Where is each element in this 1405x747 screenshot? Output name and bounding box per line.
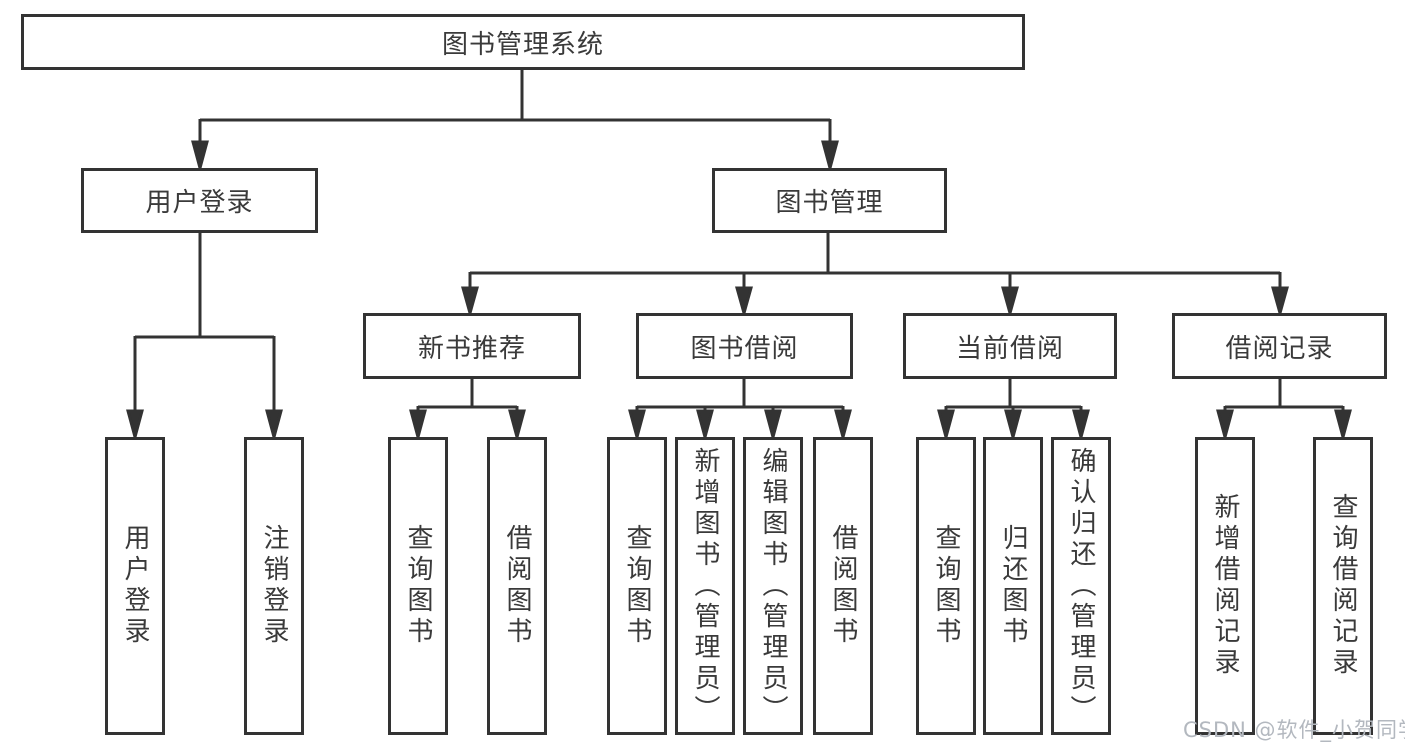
node-root: 图书管理系统 (21, 14, 1025, 70)
leaf-bb-query-books-label: 查询图书 (622, 524, 652, 648)
connector-user-login (126, 233, 283, 443)
leaf-bb-query-books: 查询图书 (607, 437, 667, 735)
watermark-text: CSDN @软件_小贺同学 (1183, 718, 1405, 742)
leaf-cb-return-books: 归还图书 (983, 437, 1043, 735)
leaf-cb-query-books: 查询图书 (916, 437, 976, 735)
node-current-borrow: 当前借阅 (903, 313, 1117, 379)
connector-new-books (409, 379, 526, 443)
leaf-cb-confirm-return-label: 确认归还（管理员） (1066, 446, 1096, 726)
node-new-books: 新书推荐 (363, 313, 581, 379)
leaf-cb-query-books-label: 查询图书 (931, 524, 961, 648)
node-borrow-records: 借阅记录 (1172, 313, 1387, 379)
node-new-books-label: 新书推荐 (417, 333, 526, 364)
leaf-nb-borrow-books-label: 借阅图书 (502, 524, 532, 648)
leaf-logout: 注销登录 (244, 437, 304, 735)
leaf-bb-edit-books: 编辑图书（管理员） (743, 437, 803, 735)
leaf-logout-label: 注销登录 (259, 524, 289, 648)
leaf-nb-query-books: 查询图书 (388, 437, 448, 735)
leaf-nb-query-books-label: 查询图书 (403, 524, 433, 648)
leaf-user-login: 用户登录 (105, 437, 165, 735)
leaf-nb-borrow-books: 借阅图书 (487, 437, 547, 735)
leaf-cb-return-books-label: 归还图书 (998, 524, 1028, 648)
node-user-login: 用户登录 (81, 168, 318, 233)
connector-book-borrow (628, 379, 852, 443)
leaf-cb-confirm-return: 确认归还（管理员） (1051, 437, 1111, 735)
node-user-login-label: 用户登录 (145, 188, 254, 218)
leaf-bb-borrow-books-label: 借阅图书 (828, 524, 858, 648)
connector-book-management (461, 233, 1289, 319)
leaf-bb-add-books-label: 新增图书（管理员） (690, 446, 720, 726)
connector-root (191, 70, 839, 174)
leaf-br-query-record-label: 查询借阅记录 (1328, 493, 1358, 679)
node-book-borrow-label: 图书借阅 (690, 333, 799, 364)
leaf-bb-borrow-books: 借阅图书 (813, 437, 873, 735)
leaf-bb-add-books: 新增图书（管理员） (675, 437, 735, 735)
node-book-borrow: 图书借阅 (636, 313, 853, 379)
node-current-borrow-label: 当前借阅 (955, 333, 1064, 364)
node-book-management-label: 图书管理 (775, 188, 884, 218)
node-book-management: 图书管理 (712, 168, 947, 233)
leaf-br-query-record: 查询借阅记录 (1313, 437, 1373, 735)
leaf-br-add-record: 新增借阅记录 (1195, 437, 1255, 735)
node-root-label: 图书管理系统 (441, 29, 604, 60)
leaf-br-add-record-label: 新增借阅记录 (1210, 493, 1240, 679)
node-borrow-records-label: 借阅记录 (1225, 333, 1334, 364)
leaf-user-login-label: 用户登录 (120, 524, 150, 648)
connector-current-borrow (937, 379, 1090, 443)
connector-borrow-records (1216, 379, 1352, 443)
leaf-bb-edit-books-label: 编辑图书（管理员） (758, 446, 788, 726)
